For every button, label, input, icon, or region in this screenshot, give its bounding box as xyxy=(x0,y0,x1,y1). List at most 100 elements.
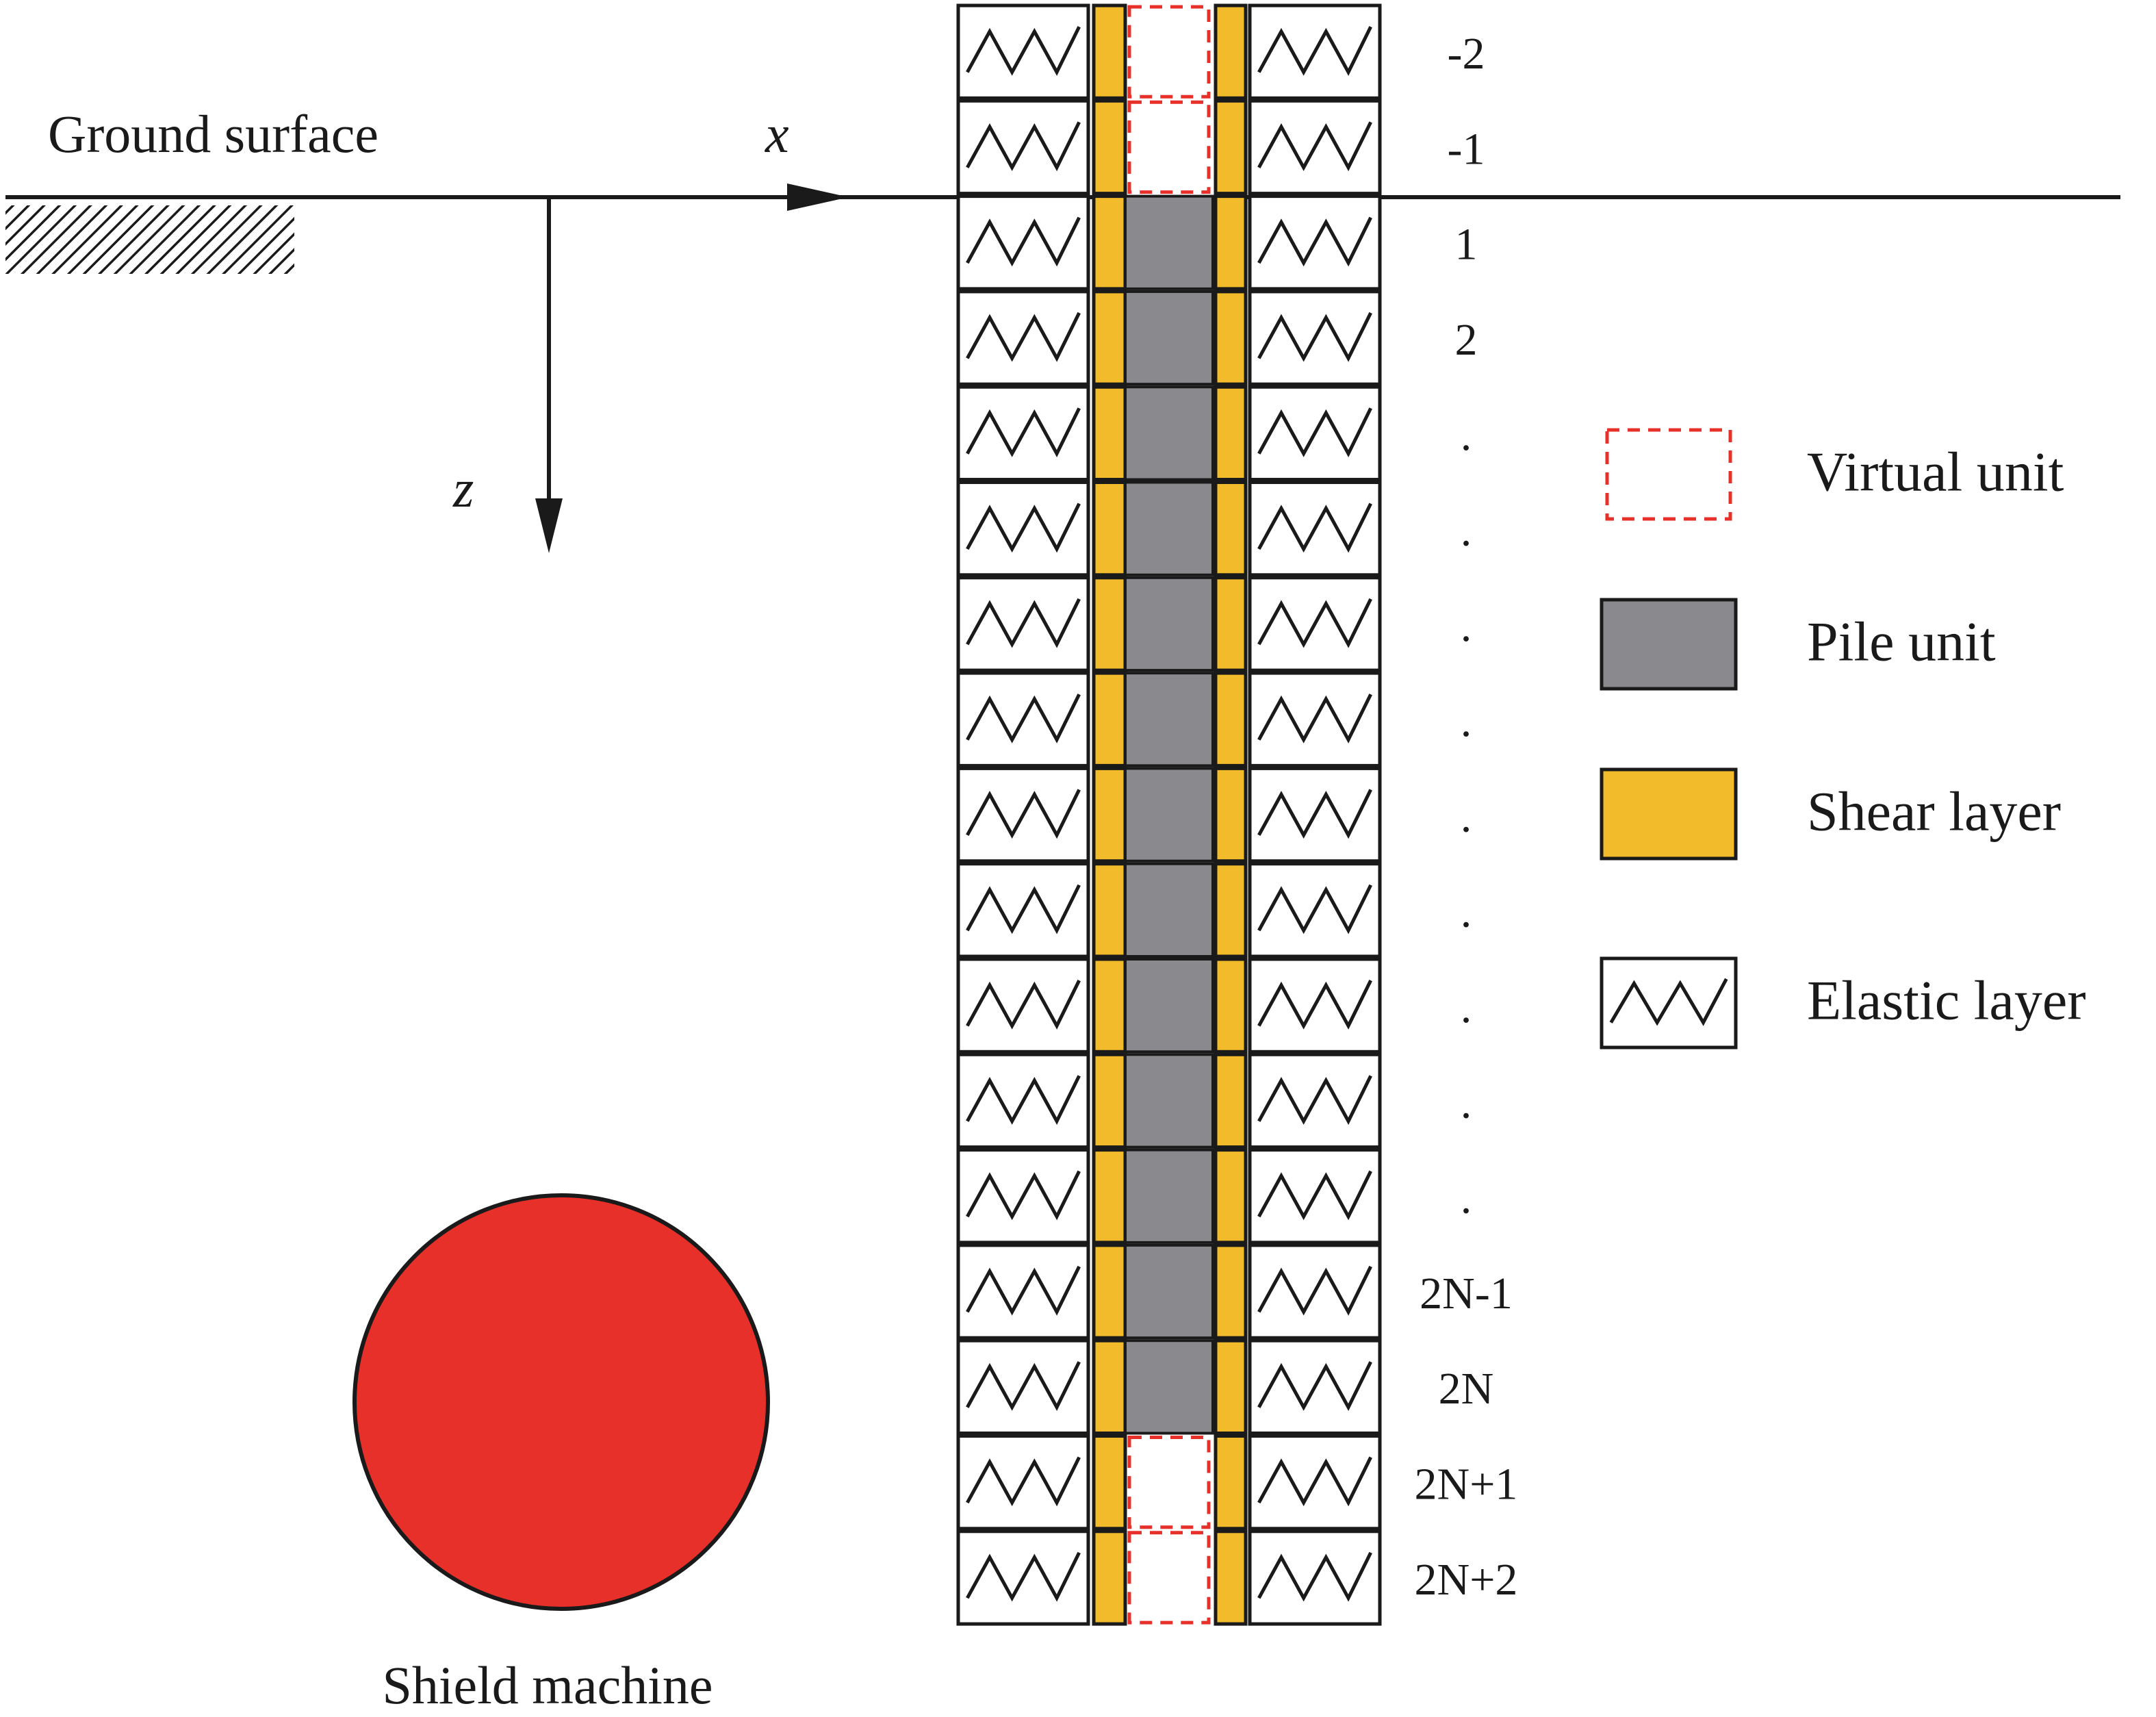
spring-icon xyxy=(966,884,1081,934)
legend-swatch-shear xyxy=(1600,767,1738,861)
shear-layer-right xyxy=(1214,1338,1248,1435)
shield-machine-label: Shield machine xyxy=(382,1655,713,1715)
shear-layer-left xyxy=(1092,576,1127,672)
pile-row: . xyxy=(956,862,1472,958)
pile-row: 2 xyxy=(956,290,1478,386)
row-label: . xyxy=(1461,696,1472,746)
row-label: . xyxy=(1461,982,1472,1032)
spring-icon xyxy=(1257,1170,1372,1221)
spring-icon xyxy=(1257,694,1372,743)
spring-icon xyxy=(1257,311,1372,362)
pile-row: . xyxy=(956,1148,1472,1245)
shear-layer-right xyxy=(1214,99,1248,196)
shear-layer-left xyxy=(1092,194,1127,291)
legend-label: Virtual unit xyxy=(1807,440,2064,503)
shear-layer-right xyxy=(1214,481,1248,577)
spring-icon xyxy=(966,1075,1081,1125)
legend-item: Pile unit xyxy=(1600,598,1996,691)
pile-unit xyxy=(1124,862,1214,958)
pile-unit xyxy=(1124,1243,1214,1340)
pile-row: 2N+1 xyxy=(956,1434,1517,1531)
spring-icon xyxy=(1257,26,1372,76)
shear-layer-right xyxy=(1214,576,1248,672)
shear-layer-right xyxy=(1214,3,1248,100)
pile-unit xyxy=(1124,576,1214,672)
pile-row: -1 xyxy=(956,99,1485,196)
legend-item: Elastic layer xyxy=(1600,956,2086,1050)
virtual-unit xyxy=(1127,5,1211,99)
pile-row: . xyxy=(956,385,1472,482)
virtual-unit xyxy=(1127,1531,1211,1625)
spring-icon xyxy=(966,789,1081,839)
row-label: 2N+2 xyxy=(1415,1555,1518,1605)
spring-icon xyxy=(1257,1551,1372,1602)
row-label: -2 xyxy=(1448,29,1485,79)
shear-layer-left xyxy=(1092,862,1127,958)
row-label: . xyxy=(1461,1078,1472,1128)
shear-layer-right xyxy=(1214,957,1248,1054)
virtual-unit xyxy=(1127,100,1211,194)
shear-layer-right xyxy=(1214,1434,1248,1531)
spring-icon xyxy=(1609,978,1728,1026)
pile-unit xyxy=(1124,1339,1214,1435)
x-axis-label: x xyxy=(765,104,789,164)
spring-icon xyxy=(966,503,1081,553)
legend-swatch-virtual xyxy=(1605,428,1732,521)
shear-layer-left xyxy=(1092,1434,1127,1531)
row-label: 2N xyxy=(1439,1364,1494,1414)
shear-layer-left xyxy=(1092,1338,1127,1435)
shear-layer-right xyxy=(1214,1529,1248,1626)
spring-icon xyxy=(966,1551,1081,1602)
shear-layer-right xyxy=(1214,862,1248,958)
shear-layer-right xyxy=(1214,671,1248,767)
pile-row: . xyxy=(956,671,1472,767)
shear-layer-left xyxy=(1092,3,1127,100)
spring-icon xyxy=(1257,121,1372,172)
pile-row: . xyxy=(956,957,1472,1054)
shear-layer-left xyxy=(1092,290,1127,386)
shear-layer-left xyxy=(1092,671,1127,767)
spring-icon xyxy=(966,598,1081,648)
shear-layer-right xyxy=(1214,1052,1248,1149)
pile-row: -2 xyxy=(956,3,1485,100)
spring-icon xyxy=(1257,980,1372,1030)
row-label: . xyxy=(1461,601,1472,651)
shear-layer-right xyxy=(1214,290,1248,386)
pile-unit xyxy=(1124,767,1214,863)
pile-unit xyxy=(1124,385,1214,481)
spring-icon xyxy=(966,311,1081,362)
pile-unit xyxy=(1124,958,1214,1054)
row-label: . xyxy=(1461,1173,1472,1223)
pile-row: 1 xyxy=(956,194,1478,291)
shear-layer-left xyxy=(1092,766,1127,863)
spring-icon xyxy=(1257,1075,1372,1125)
shear-layer-right xyxy=(1214,1148,1248,1245)
spring-icon xyxy=(1257,1265,1372,1316)
spring-icon xyxy=(966,216,1081,267)
shear-layer-right xyxy=(1214,766,1248,863)
spring-icon xyxy=(1257,1361,1372,1412)
spring-icon xyxy=(966,694,1081,743)
shear-layer-left xyxy=(1092,99,1127,196)
pile-row: . xyxy=(956,766,1472,863)
pile-unit xyxy=(1124,1053,1214,1149)
legend-label: Elastic layer xyxy=(1807,969,2086,1031)
shear-layer-left xyxy=(1092,1243,1127,1340)
shear-layer-left xyxy=(1092,385,1127,482)
spring-icon xyxy=(1257,598,1372,648)
spring-icon xyxy=(966,1456,1081,1507)
spring-icon xyxy=(1257,216,1372,267)
pile-unit xyxy=(1124,481,1214,576)
pile-row: . xyxy=(956,481,1472,577)
spring-icon xyxy=(1257,789,1372,839)
spring-icon xyxy=(966,980,1081,1030)
row-label: . xyxy=(1461,506,1472,556)
row-label: . xyxy=(1461,791,1472,841)
spring-icon xyxy=(966,121,1081,172)
legend-item: Virtual unit xyxy=(1605,428,2064,521)
spring-icon xyxy=(1257,1456,1372,1507)
shield-machine xyxy=(352,1193,770,1611)
